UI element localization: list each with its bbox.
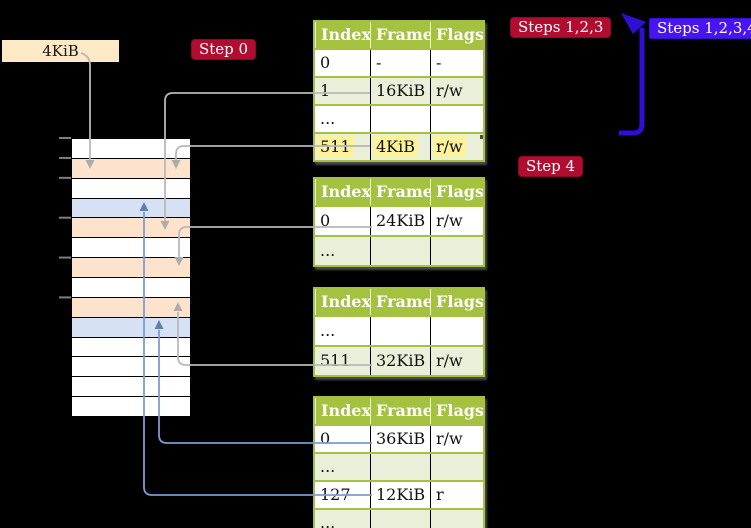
- memory-frame-row: [72, 198, 190, 219]
- table-cell: 1: [320, 81, 331, 100]
- table-cell: 12KiB: [370, 482, 430, 508]
- table-cell: -: [430, 50, 483, 76]
- memory-address-ticks: [59, 137, 71, 299]
- table-header-cell: Flags: [430, 179, 483, 205]
- table-cell: 0: [320, 53, 331, 72]
- table-cell: [430, 237, 483, 265]
- memory-frame-row: [72, 278, 190, 298]
- table-header-cell: Frame: [370, 22, 430, 48]
- table-cell: 0: [320, 211, 331, 230]
- table-cell: [430, 317, 483, 345]
- memory-frame-row: [72, 317, 190, 338]
- table-cell: ...: [320, 457, 336, 476]
- table-cell: [370, 510, 430, 528]
- table-header-cell: Flags: [430, 398, 483, 424]
- highlighted-value: r/w: [433, 136, 466, 157]
- memory-frame-row: [72, 258, 190, 279]
- table-header-cell: Frame: [370, 398, 430, 424]
- table-cell: [370, 317, 430, 345]
- table-cell: ...: [320, 241, 336, 260]
- table-cell: [430, 106, 483, 132]
- table-cell: r/w: [430, 207, 483, 235]
- table-cell: r/w: [430, 134, 483, 160]
- table-cell: r/w: [430, 78, 483, 104]
- table-header-cell: Index: [315, 22, 370, 48]
- table-cell: [370, 237, 430, 265]
- table-cell: 32KiB: [370, 347, 430, 375]
- table-cell: 511: [315, 134, 370, 160]
- badge-step-0: Step 0: [191, 39, 257, 60]
- table-row: ...: [315, 508, 483, 528]
- table-header-cell: Frame: [370, 179, 430, 205]
- physical-memory-column: [71, 138, 191, 417]
- table-cell: [370, 106, 430, 132]
- table-cell: 16KiB: [370, 78, 430, 104]
- badge-step-4: Step 4: [518, 156, 584, 177]
- table-cell: r/w: [430, 426, 483, 452]
- steps-loop-arrow: [619, 13, 646, 136]
- frame-4kib-label-box: 4KiB: [2, 40, 119, 62]
- table-cell: 24KiB: [370, 207, 430, 235]
- table-cell: 511: [320, 351, 351, 370]
- memory-frame-row: [72, 297, 190, 318]
- table-header-cell: Flags: [430, 22, 483, 48]
- memory-frame-row: [72, 377, 190, 398]
- table-row: ...: [315, 315, 483, 345]
- arrowhead-upleft-icon: [621, 13, 646, 34]
- memory-frame-row: [72, 158, 190, 179]
- table-header-cell: Flags: [430, 289, 483, 315]
- table-cell: r/w: [430, 347, 483, 375]
- table-header-cell: Index: [315, 179, 370, 205]
- table-cell: r: [430, 482, 483, 508]
- memory-frame-row: [72, 218, 190, 239]
- table-header-cell: Frame: [370, 289, 430, 315]
- badge-steps-1-2-3: Steps 1,2,3: [510, 17, 612, 38]
- memory-frame-row: [72, 357, 190, 378]
- table-row: ...: [315, 452, 483, 480]
- table-row: 511 4KiB r/w: [315, 132, 483, 160]
- memory-frame-row: [72, 337, 190, 358]
- memory-frame-row: [72, 397, 190, 417]
- table-row: ...: [315, 235, 483, 265]
- table-cell: 4KiB: [370, 134, 430, 160]
- table-cell: [430, 510, 483, 528]
- table-header-cell: Index: [315, 398, 370, 424]
- table-row: 0 --: [315, 48, 483, 76]
- table-cell: ...: [320, 321, 336, 340]
- memory-frame-row: [72, 238, 190, 259]
- table-cell: ...: [320, 109, 336, 128]
- table-cell: 127: [320, 485, 351, 504]
- table-cell: 0: [320, 429, 331, 448]
- table-row: ...: [315, 104, 483, 132]
- memory-frame-row: [72, 139, 190, 159]
- badge-steps-1-2-3-4: Steps 1,2,3,4: [649, 18, 751, 39]
- table-cell: [370, 454, 430, 480]
- table-header-cell: Index: [315, 289, 370, 315]
- memory-frame-row: [72, 178, 190, 199]
- table-cell: ...: [320, 513, 336, 528]
- table-cell: [430, 454, 483, 480]
- table-cell: -: [370, 50, 430, 76]
- highlighted-value: 4KiB: [373, 136, 419, 157]
- table-cell: 36KiB: [370, 426, 430, 452]
- highlighted-value: 511: [317, 136, 354, 157]
